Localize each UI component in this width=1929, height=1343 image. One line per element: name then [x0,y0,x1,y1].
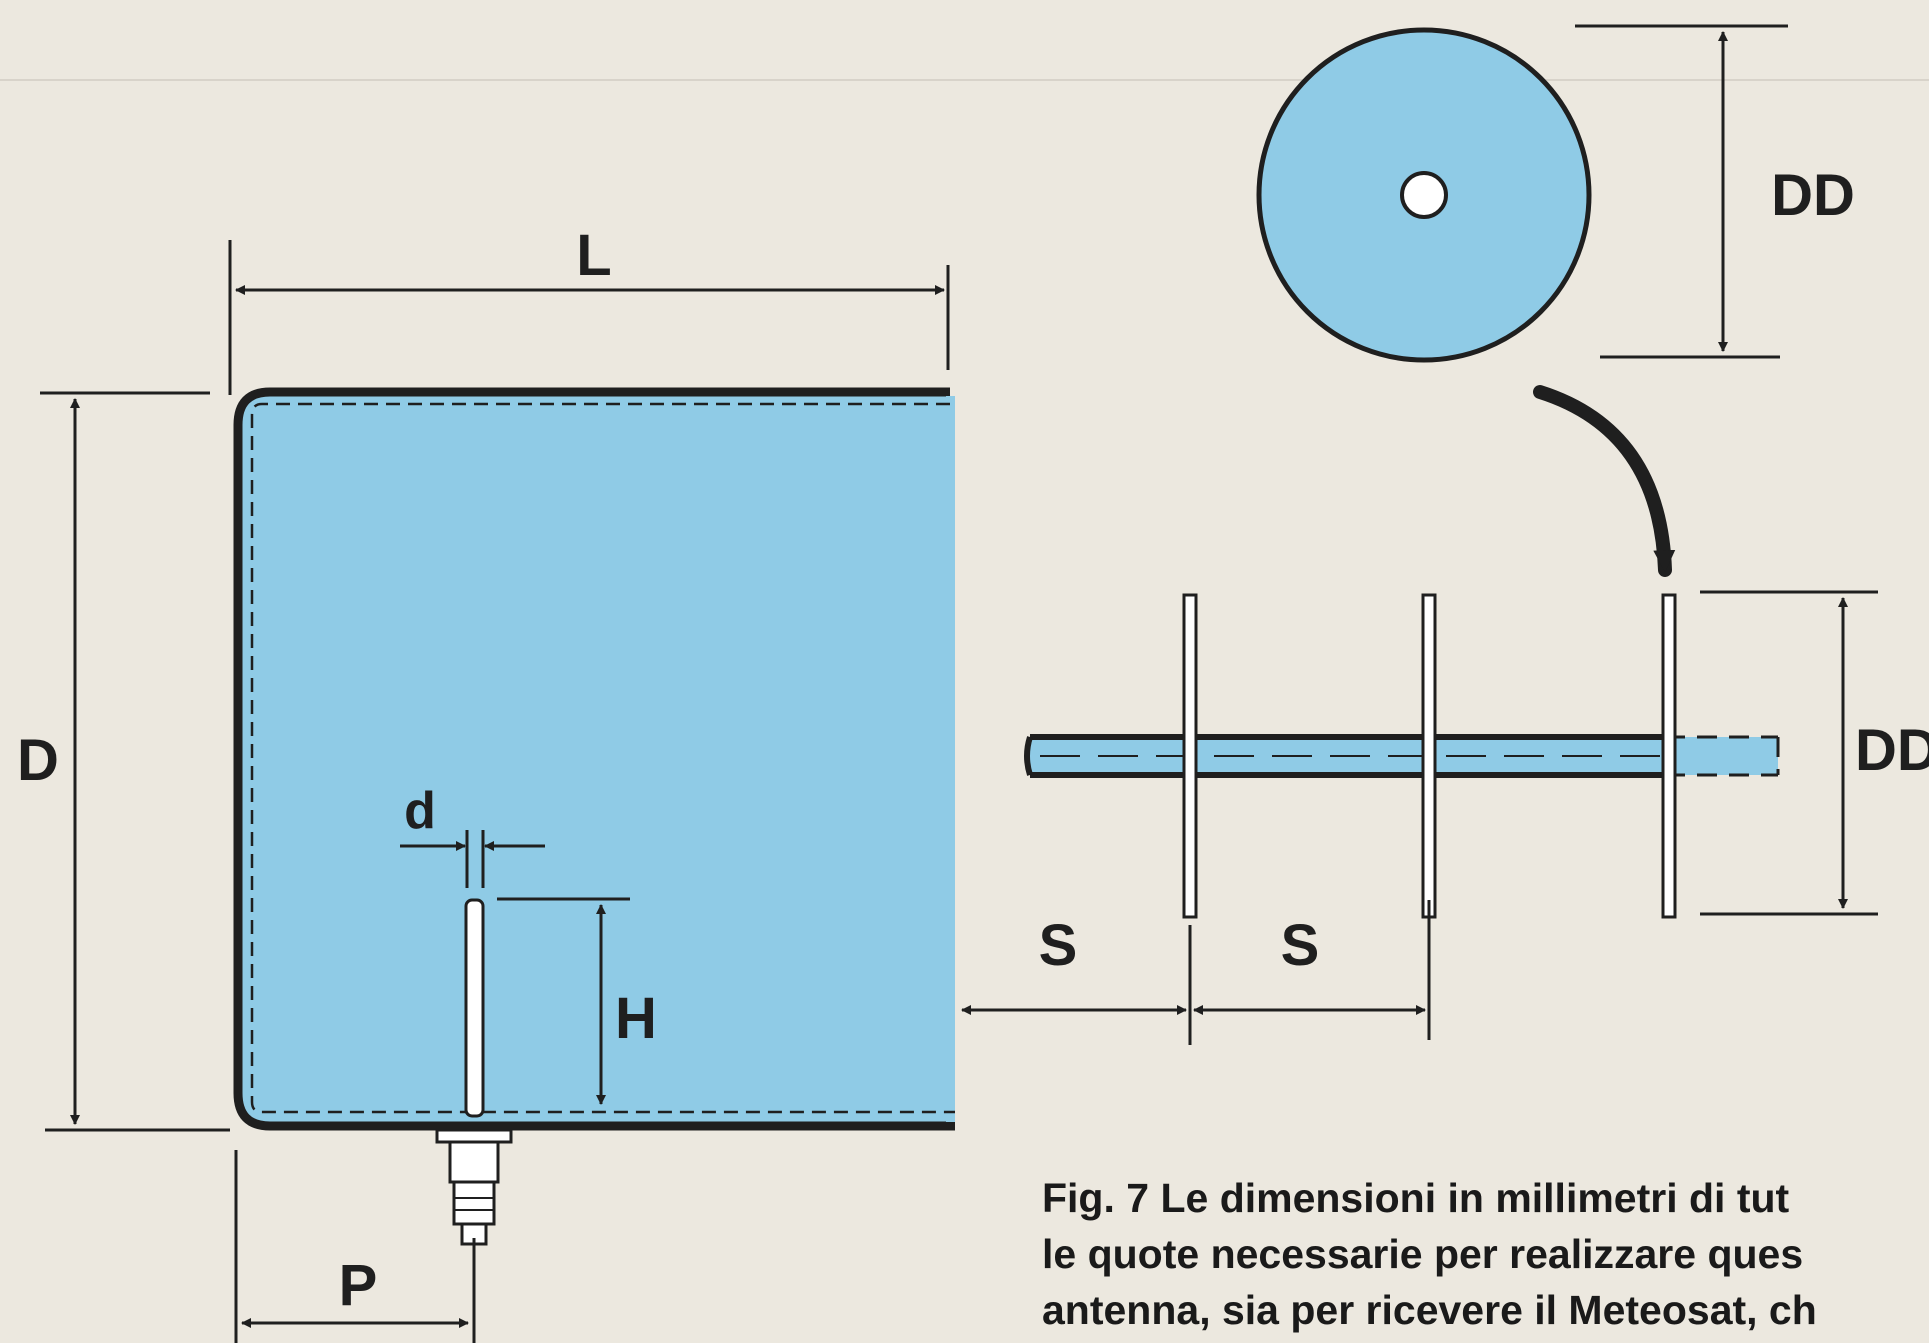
connector-body [448,1140,500,1184]
rod-outline [1030,734,1665,778]
caption-line: antenna, sia per ricevere il Meteosat, c… [1042,1287,1817,1333]
label-d-diameter: D [17,728,59,793]
label-s-left: S [1039,913,1078,978]
probe-element [464,898,485,1118]
pointer-arrow [1533,385,1676,577]
figure-caption: Fig. 7 Le dimensioni in millimetri di tu… [1042,1170,1929,1338]
disc-center-hole [1400,171,1448,219]
connector-tail [452,1180,496,1226]
label-s-right: S [1281,913,1320,978]
can-open-end [946,396,955,1122]
caption-line: Fig. 7 Le dimensioni in millimetri di tu… [1042,1175,1790,1221]
label-dd-disc: DD [1771,163,1855,228]
rod-end-cap [1024,736,1033,776]
reflector-disc-diagram: DD [1256,24,1855,577]
can-diagram: L D d H P [17,223,955,1343]
can-body [233,387,955,1131]
caption-line: le quote necessarie per realizzare ques [1042,1231,1804,1277]
connector-flange [435,1128,513,1144]
disc-edge-1 [1182,593,1198,919]
disc-edge-2 [1421,593,1437,919]
disc-edge-3 [1661,593,1677,919]
label-dd-side: DD [1855,718,1929,783]
label-p: P [339,1253,378,1318]
label-h: H [615,986,657,1051]
can-inner-wall [250,402,955,1114]
rod-side-view: DD S S [961,590,1929,1045]
label-l: L [576,223,611,288]
rod-extension-dashed [1665,735,1780,777]
label-probe-d: d [404,782,436,840]
